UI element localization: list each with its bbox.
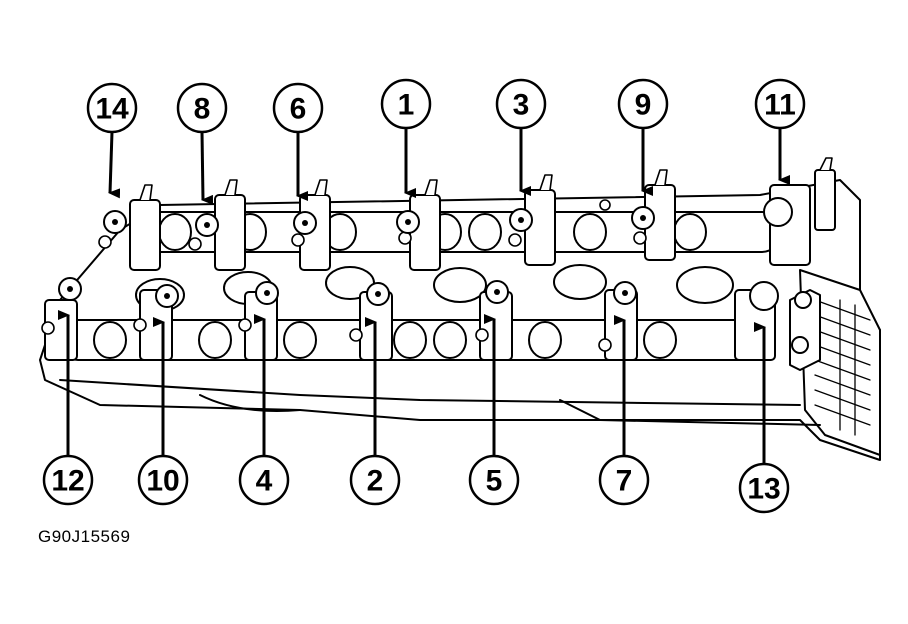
callout-label-12: 12 — [51, 465, 84, 498]
callout-label-3: 3 — [513, 89, 530, 122]
callout-leader-arrow — [200, 131, 214, 205]
callout-circle — [754, 78, 806, 130]
callout-circle — [272, 82, 324, 134]
callout-circle — [238, 454, 290, 506]
callout-circle — [738, 462, 790, 514]
callout-circle — [137, 454, 189, 506]
callout-circle — [176, 82, 228, 134]
callout-label-14: 14 — [95, 93, 129, 126]
callout-label-7: 7 — [616, 465, 633, 498]
callout-label-9: 9 — [635, 89, 652, 122]
callout-label-5: 5 — [486, 465, 503, 498]
callout-label-13: 13 — [747, 473, 780, 506]
callout-circle — [617, 78, 669, 130]
callout-label-2: 2 — [367, 465, 384, 498]
figure-code: G90J15569 — [38, 527, 131, 546]
callout-label-1: 1 — [398, 89, 415, 122]
callout-circle — [495, 78, 547, 130]
callout-circle — [380, 78, 432, 130]
callout-circle — [468, 454, 520, 506]
cylinder-head-illustration — [39, 157, 881, 461]
callout-label-4: 4 — [256, 465, 273, 498]
callout-circle — [42, 454, 94, 506]
callout-label-8: 8 — [194, 93, 211, 126]
callout-circle — [86, 82, 138, 134]
callout-circle — [598, 454, 650, 506]
callout-leader-arrow — [108, 131, 121, 199]
callout-label-6: 6 — [290, 93, 307, 126]
callout-circle — [349, 454, 401, 506]
callout-label-11: 11 — [764, 89, 796, 122]
callout-label-10: 10 — [146, 465, 179, 498]
